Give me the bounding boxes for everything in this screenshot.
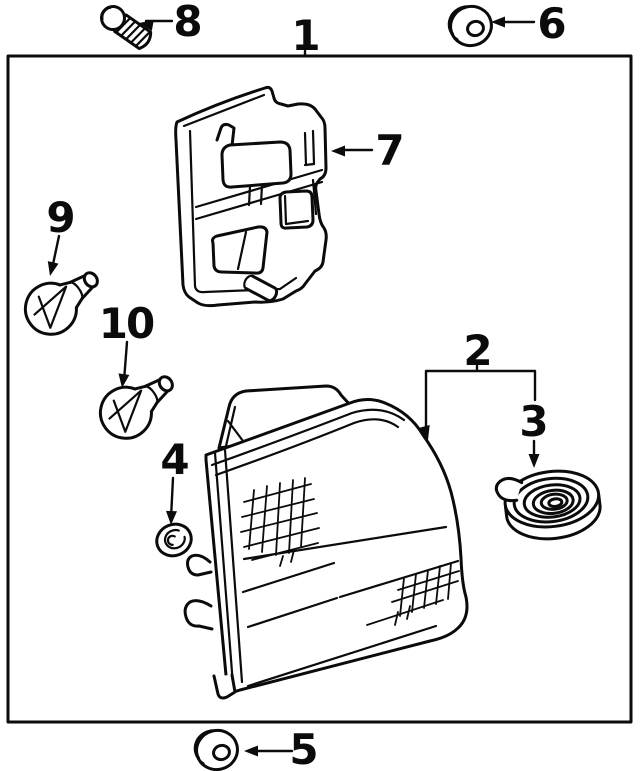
lens-accent-lines xyxy=(241,525,460,688)
callout-label-5: 5 xyxy=(289,725,316,771)
small-grommet xyxy=(155,522,193,558)
bulb-upper xyxy=(13,254,113,346)
sealing-compound-coil xyxy=(494,469,602,541)
callout-label-1: 1 xyxy=(291,11,318,60)
mounting-screw xyxy=(100,5,153,51)
callout-label-10: 10 xyxy=(99,299,154,348)
callout-label-3: 3 xyxy=(519,397,546,446)
lens-peg-lower xyxy=(183,599,214,631)
callout-label-6: 6 xyxy=(537,0,564,48)
top-grommet xyxy=(444,0,498,52)
lens-foot xyxy=(212,673,237,700)
callout-label-9: 9 xyxy=(46,193,73,242)
callout-label-8: 8 xyxy=(173,0,200,46)
bottom-grommet xyxy=(190,724,244,771)
callout-label-2: 2 xyxy=(463,326,490,375)
lamp-body-housing xyxy=(174,85,328,308)
assembly-boundary-box xyxy=(6,54,633,724)
lens-hatch-upper-left xyxy=(240,477,320,567)
callout-label-7: 7 xyxy=(375,126,402,175)
lens-peg-upper xyxy=(186,553,213,577)
callout-label-4: 4 xyxy=(160,435,188,484)
lens-hatch-lower-right xyxy=(366,562,460,626)
callout-arrows xyxy=(44,16,540,757)
tail-lamp-lens-assembly xyxy=(183,384,469,700)
